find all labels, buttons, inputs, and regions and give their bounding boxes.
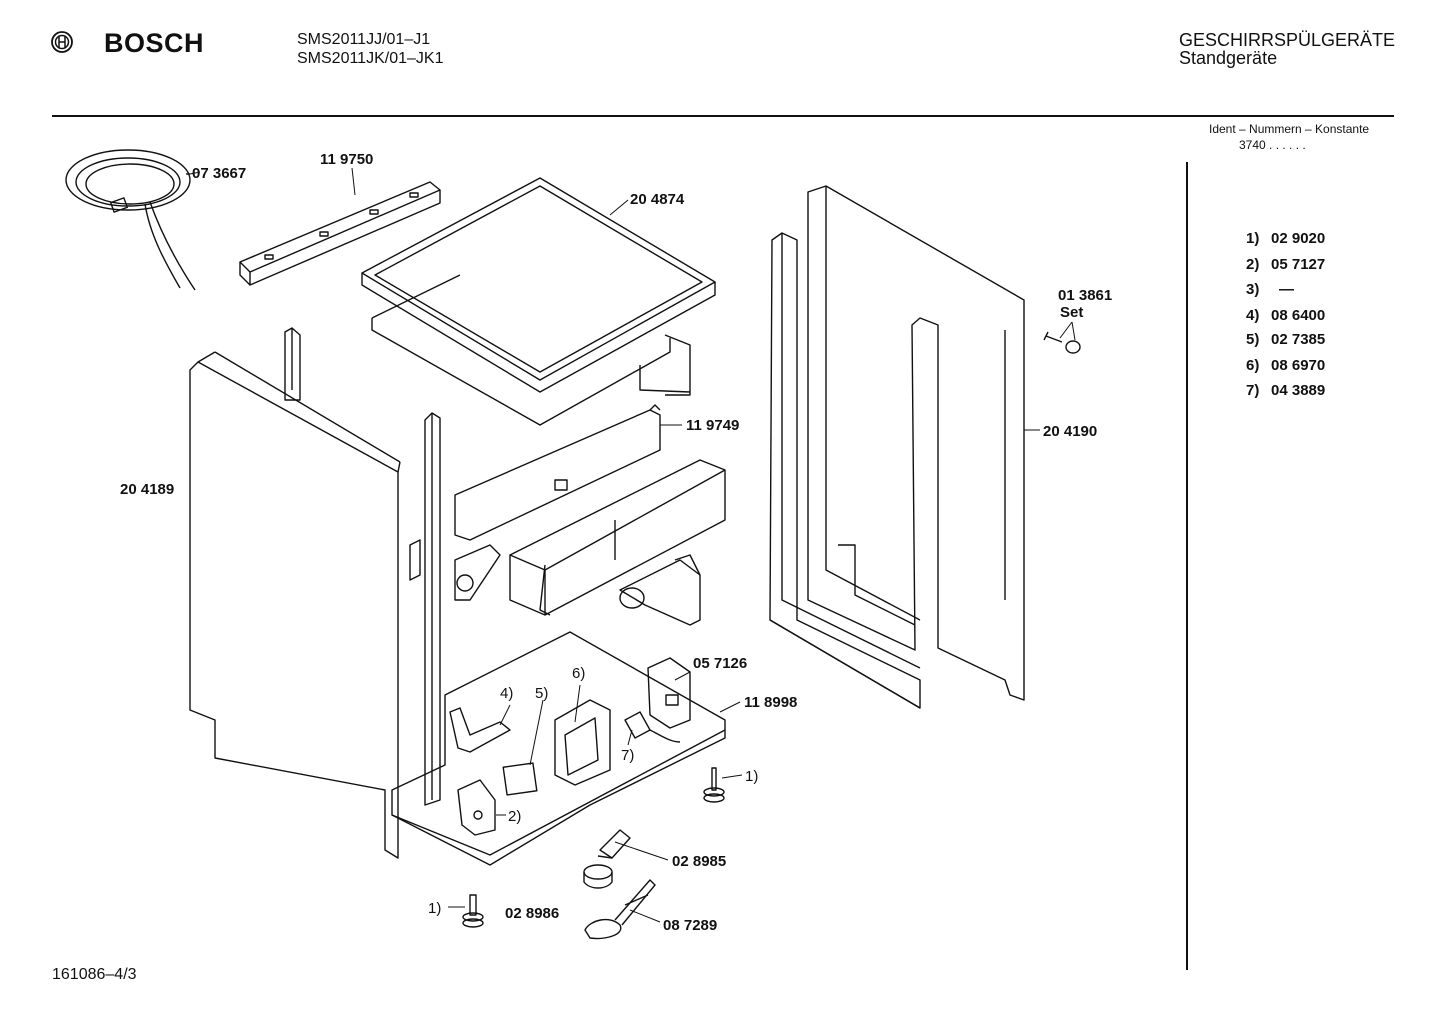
right-front-frame-part (769, 232, 921, 709)
top-rail-part (239, 181, 441, 286)
label-013861: 01 3861 (1058, 287, 1112, 304)
bosch-logo-icon (51, 31, 73, 53)
small-parts-bottom (583, 829, 656, 940)
legend-value: 08 6400 (1271, 307, 1326, 324)
leader-lines (189, 167, 1076, 923)
right-side-panel-part (807, 185, 1025, 701)
adjustable-foot-part (462, 767, 725, 928)
exploded-parts-diagram: 07 3667 11 9750 20 4874 01 3861 Set 20 4… (65, 149, 1112, 940)
drawing-code: 161086–4/3 (52, 966, 137, 983)
legend-row: 4) 08 6400 (1246, 307, 1325, 325)
legend-key: 6) (1246, 357, 1260, 374)
legend-key: 5) (1246, 331, 1260, 348)
legend-key: 7) (1246, 382, 1260, 399)
left-side-panel-part (189, 351, 401, 859)
label-073667: 07 3667 (192, 165, 246, 182)
ident-label: Ident – Nummern – Konstante (1209, 122, 1370, 136)
legend-row: 2) 05 7127 (1246, 256, 1325, 274)
ident-value: 3740 . . . . . . (1239, 138, 1306, 152)
label-028985: 02 8985 (672, 853, 726, 870)
legend-row: 7) 04 3889 (1246, 382, 1325, 400)
legend-value: 02 9020 (1271, 230, 1326, 247)
legend-value: 04 3889 (1271, 382, 1326, 399)
legend-value: 08 6970 (1271, 357, 1326, 374)
legend-divider (1186, 162, 1188, 970)
insulation-block-part (509, 459, 726, 616)
worktop-part (361, 177, 716, 426)
label-118998: 11 8998 (744, 694, 797, 711)
callout-4: 4) (500, 685, 513, 702)
legend-row: 3) — (1246, 281, 1294, 299)
screw-set-part (1043, 331, 1081, 354)
brand-name: BOSCH (104, 28, 205, 58)
legend-value: — (1279, 281, 1294, 298)
legend-key: 4) (1246, 307, 1260, 324)
legend-key: 2) (1246, 256, 1260, 273)
callout-2: 2) (508, 808, 521, 825)
label-204189: 20 4189 (120, 481, 174, 498)
legend-row: 1) 02 9020 (1246, 230, 1325, 248)
label-204190: 20 4190 (1043, 423, 1097, 440)
model-number-2: SMS2011JK/01–JK1 (297, 50, 444, 67)
power-cable-part (65, 149, 196, 291)
callout-1-right: 1) (745, 768, 758, 785)
label-119749: 11 9749 (686, 417, 739, 434)
cross-member-part (454, 404, 661, 601)
callout-5: 5) (535, 685, 548, 702)
legend-row: 5) 02 7385 (1246, 331, 1325, 349)
label-057126: 05 7126 (693, 655, 747, 672)
callout-7: 7) (621, 747, 634, 764)
model-number-1: SMS2011JJ/01–J1 (297, 31, 431, 48)
label-087289: 08 7289 (663, 917, 717, 934)
legend-row: 6) 08 6970 (1246, 357, 1325, 375)
legend-value: 05 7127 (1271, 256, 1326, 273)
front-frame-part (284, 327, 441, 806)
duct-part (619, 554, 701, 626)
label-028986: 02 8986 (505, 905, 559, 922)
label-119750: 11 9750 (320, 151, 373, 168)
callout-6: 6) (572, 665, 585, 682)
callout-1-left: 1) (428, 900, 441, 917)
legend-key: 3) (1246, 281, 1260, 298)
label-204874: 20 4874 (630, 191, 685, 208)
legend-key: 1) (1246, 230, 1260, 247)
header-divider (52, 115, 1394, 117)
subcategory-title: Standgeräte (1179, 48, 1278, 68)
category-title: GESCHIRRSPÜLGERÄTE (1179, 30, 1396, 50)
label-013861-set: Set (1060, 304, 1083, 321)
base-plate-part (391, 631, 726, 866)
legend-value: 02 7385 (1271, 331, 1326, 348)
